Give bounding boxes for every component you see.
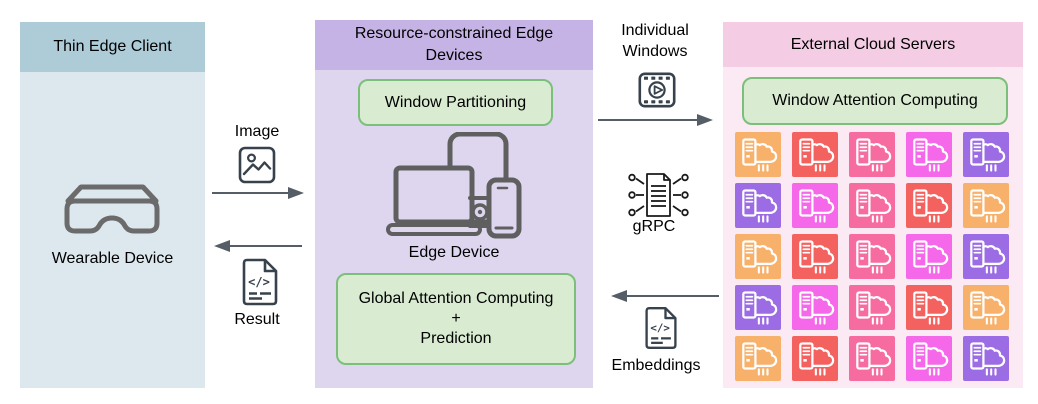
- cloud-server-icon: [792, 336, 838, 381]
- cloud-server-icon-glyph: [970, 137, 1006, 172]
- cloud-server-icon-glyph: [970, 188, 1006, 223]
- cloud-server-icon: [963, 336, 1009, 381]
- cloud-server-icon: [963, 132, 1009, 177]
- cloud-server-icon: [849, 234, 895, 279]
- cloud-server-icon: [735, 336, 781, 381]
- edge-device-icon: [386, 132, 522, 239]
- global-attention-line-2: +: [451, 310, 461, 327]
- embeddings-document-icon: </>: [645, 307, 677, 349]
- svg-text:</>: </>: [650, 322, 670, 335]
- cloud-server-icon-glyph: [913, 239, 949, 274]
- cloud-server-icon-glyph: [856, 290, 892, 325]
- cloud-server-icon-glyph: [913, 290, 949, 325]
- grpc-network-document-icon: [628, 173, 689, 217]
- window-attention-box: Window Attention Computing: [742, 77, 1008, 125]
- panel-edge-devices: Resource-constrained Edge Devices Window…: [315, 20, 593, 388]
- video-windows-icon: [638, 72, 676, 108]
- cloud-server-icon: [906, 285, 952, 330]
- result-document-icon: </>: [242, 258, 278, 306]
- image-flow-label: Image: [234, 123, 280, 140]
- result-flow-label: Result: [234, 311, 280, 328]
- cloud-server-icon-glyph: [799, 137, 835, 172]
- wearable-device-label: Wearable Device: [51, 250, 174, 267]
- grpc-label: gRPC: [632, 218, 676, 235]
- cloud-server-icon: [735, 234, 781, 279]
- cloud-server-icon-glyph: [742, 239, 778, 274]
- cloud-server-icon: [963, 285, 1009, 330]
- cloud-server-icon-glyph: [856, 341, 892, 376]
- cloud-server-icon: [849, 285, 895, 330]
- cloud-server-icon: [906, 234, 952, 279]
- cloud-server-icon-glyph: [970, 290, 1006, 325]
- image-arrow-right: [212, 187, 304, 199]
- global-attention-box: Global Attention Computing + Prediction: [336, 273, 576, 365]
- cloud-server-icon-glyph: [856, 137, 892, 172]
- cloud-server-icon: [792, 183, 838, 228]
- embeddings-arrow-left: [611, 290, 719, 302]
- embeddings-label: Embeddings: [611, 357, 701, 374]
- svg-text:</>: </>: [248, 275, 270, 289]
- individual-windows-arrow-right: [598, 114, 713, 126]
- window-partitioning-box: Window Partitioning: [358, 79, 553, 126]
- cloud-server-icon: [849, 336, 895, 381]
- image-icon: [238, 146, 276, 184]
- panel-title-thin-edge-client: Thin Edge Client: [20, 22, 205, 72]
- vr-goggles-icon: [64, 184, 160, 234]
- cloud-server-icon: [849, 183, 895, 228]
- cloud-server-icon-glyph: [799, 341, 835, 376]
- cloud-server-icon: [849, 132, 895, 177]
- cloud-server-icon: [906, 336, 952, 381]
- cloud-server-icon-glyph: [913, 188, 949, 223]
- cloud-server-icon: [735, 132, 781, 177]
- cloud-server-icon-glyph: [799, 290, 835, 325]
- cloud-server-icon: [906, 132, 952, 177]
- cloud-server-icon: [792, 285, 838, 330]
- cloud-server-icon: [963, 234, 1009, 279]
- cloud-server-icon-glyph: [913, 341, 949, 376]
- panel-title-edge-devices: Resource-constrained Edge Devices: [315, 20, 593, 70]
- cloud-server-icon-glyph: [742, 137, 778, 172]
- cloud-server-icon-glyph: [742, 188, 778, 223]
- result-arrow-left: [214, 240, 302, 252]
- cloud-server-icon-glyph: [799, 188, 835, 223]
- panel-title-external-cloud-servers: External Cloud Servers: [723, 22, 1023, 67]
- individual-windows-label: Individual Windows: [621, 22, 689, 60]
- server-grid: [735, 132, 1009, 381]
- cloud-server-icon: [906, 183, 952, 228]
- cloud-server-icon-glyph: [799, 239, 835, 274]
- cloud-server-icon-glyph: [856, 188, 892, 223]
- cloud-server-icon-glyph: [970, 341, 1006, 376]
- cloud-server-icon: [735, 183, 781, 228]
- cloud-server-icon: [735, 285, 781, 330]
- edge-device-label: Edge Device: [408, 244, 500, 261]
- cloud-server-icon-glyph: [913, 137, 949, 172]
- cloud-server-icon: [792, 234, 838, 279]
- cloud-server-icon: [963, 183, 1009, 228]
- cloud-server-icon-glyph: [970, 239, 1006, 274]
- cloud-server-icon-glyph: [742, 341, 778, 376]
- cloud-server-icon-glyph: [742, 290, 778, 325]
- global-attention-line-3: Prediction: [420, 330, 492, 347]
- cloud-server-icon: [792, 132, 838, 177]
- global-attention-line-1: Global Attention Computing: [358, 290, 554, 307]
- cloud-server-icon-glyph: [856, 239, 892, 274]
- panel-thin-edge-client: Thin Edge Client Wearable Device: [20, 22, 205, 388]
- panel-external-cloud-servers: External Cloud Servers Window Attention …: [723, 22, 1023, 388]
